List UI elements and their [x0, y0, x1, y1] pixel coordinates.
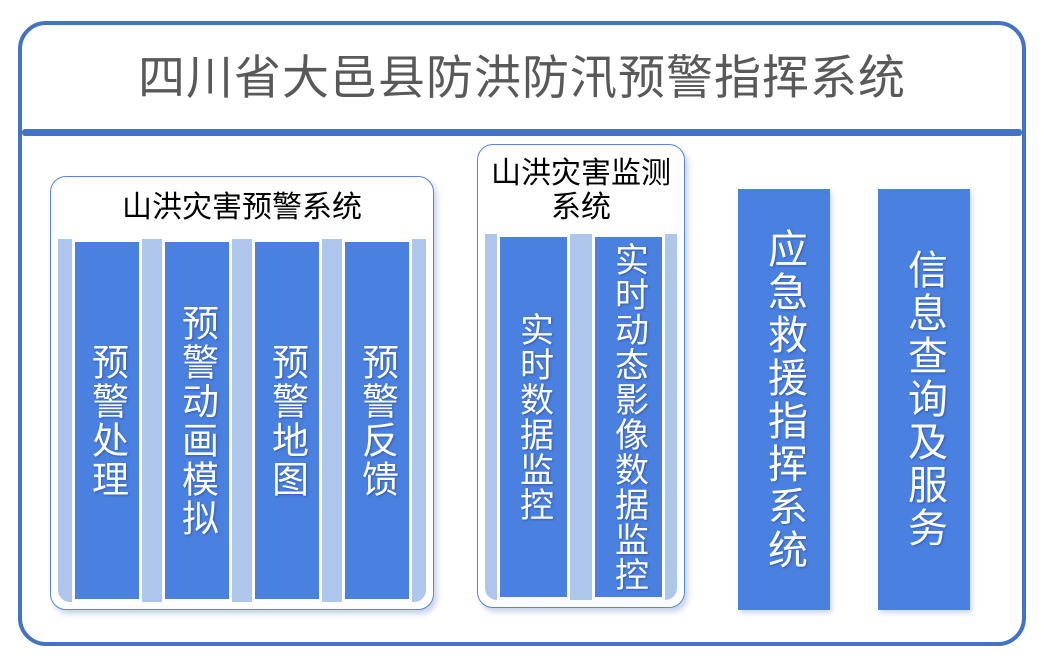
page-title: 四川省大邑县防洪防汛预警指挥系统 — [138, 51, 906, 107]
title-divider — [22, 129, 1022, 136]
module-emergency-rescue-command-system-label: 应急救援指挥系统 — [761, 227, 807, 572]
header: 四川省大邑县防洪防汛预警指挥系统 — [22, 25, 1022, 133]
module-warning-map-label: 预警地图 — [265, 342, 309, 499]
module-realtime-dynamic-image-data-monitoring-label: 实时动态影像数据监控 — [608, 242, 649, 592]
module-realtime-data-monitoring[interactable]: 实时数据监控 — [497, 234, 570, 600]
module-warning-animation-simulation-label: 预警动画模拟 — [175, 303, 219, 538]
module-information-query-and-service[interactable]: 信息查询及服务 — [878, 189, 970, 610]
panel-flood-monitoring-system-title: 山洪灾害监测系统 — [491, 156, 671, 225]
panel-flood-warning-system-body: 预警处理 预警动画模拟 预警地图 预警反馈 — [58, 239, 426, 602]
module-warning-map[interactable]: 预警地图 — [252, 239, 322, 602]
module-realtime-dynamic-image-data-monitoring[interactable]: 实时动态影像数据监控 — [592, 234, 665, 600]
module-emergency-rescue-command-system[interactable]: 应急救援指挥系统 — [738, 189, 830, 610]
module-information-query-and-service-label: 信息查询及服务 — [901, 249, 947, 550]
module-realtime-data-monitoring-label: 实时数据监控 — [513, 312, 554, 522]
panel-flood-warning-system-title: 山洪灾害预警系统 — [122, 190, 362, 225]
module-warning-animation-simulation[interactable]: 预警动画模拟 — [162, 239, 232, 602]
module-warning-processing[interactable]: 预警处理 — [72, 239, 142, 602]
module-warning-feedback-label: 预警反馈 — [355, 342, 399, 499]
panel-flood-monitoring-system-body: 实时数据监控 实时动态影像数据监控 — [485, 234, 677, 600]
panel-flood-warning-system[interactable]: 山洪灾害预警系统 预警处理 预警动画模拟 预警地图 预警反馈 — [50, 176, 434, 610]
panel-flood-monitoring-system[interactable]: 山洪灾害监测系统 实时数据监控 实时动态影像数据监控 — [477, 144, 685, 608]
module-warning-feedback[interactable]: 预警反馈 — [342, 239, 412, 602]
module-warning-processing-label: 预警处理 — [85, 342, 129, 499]
